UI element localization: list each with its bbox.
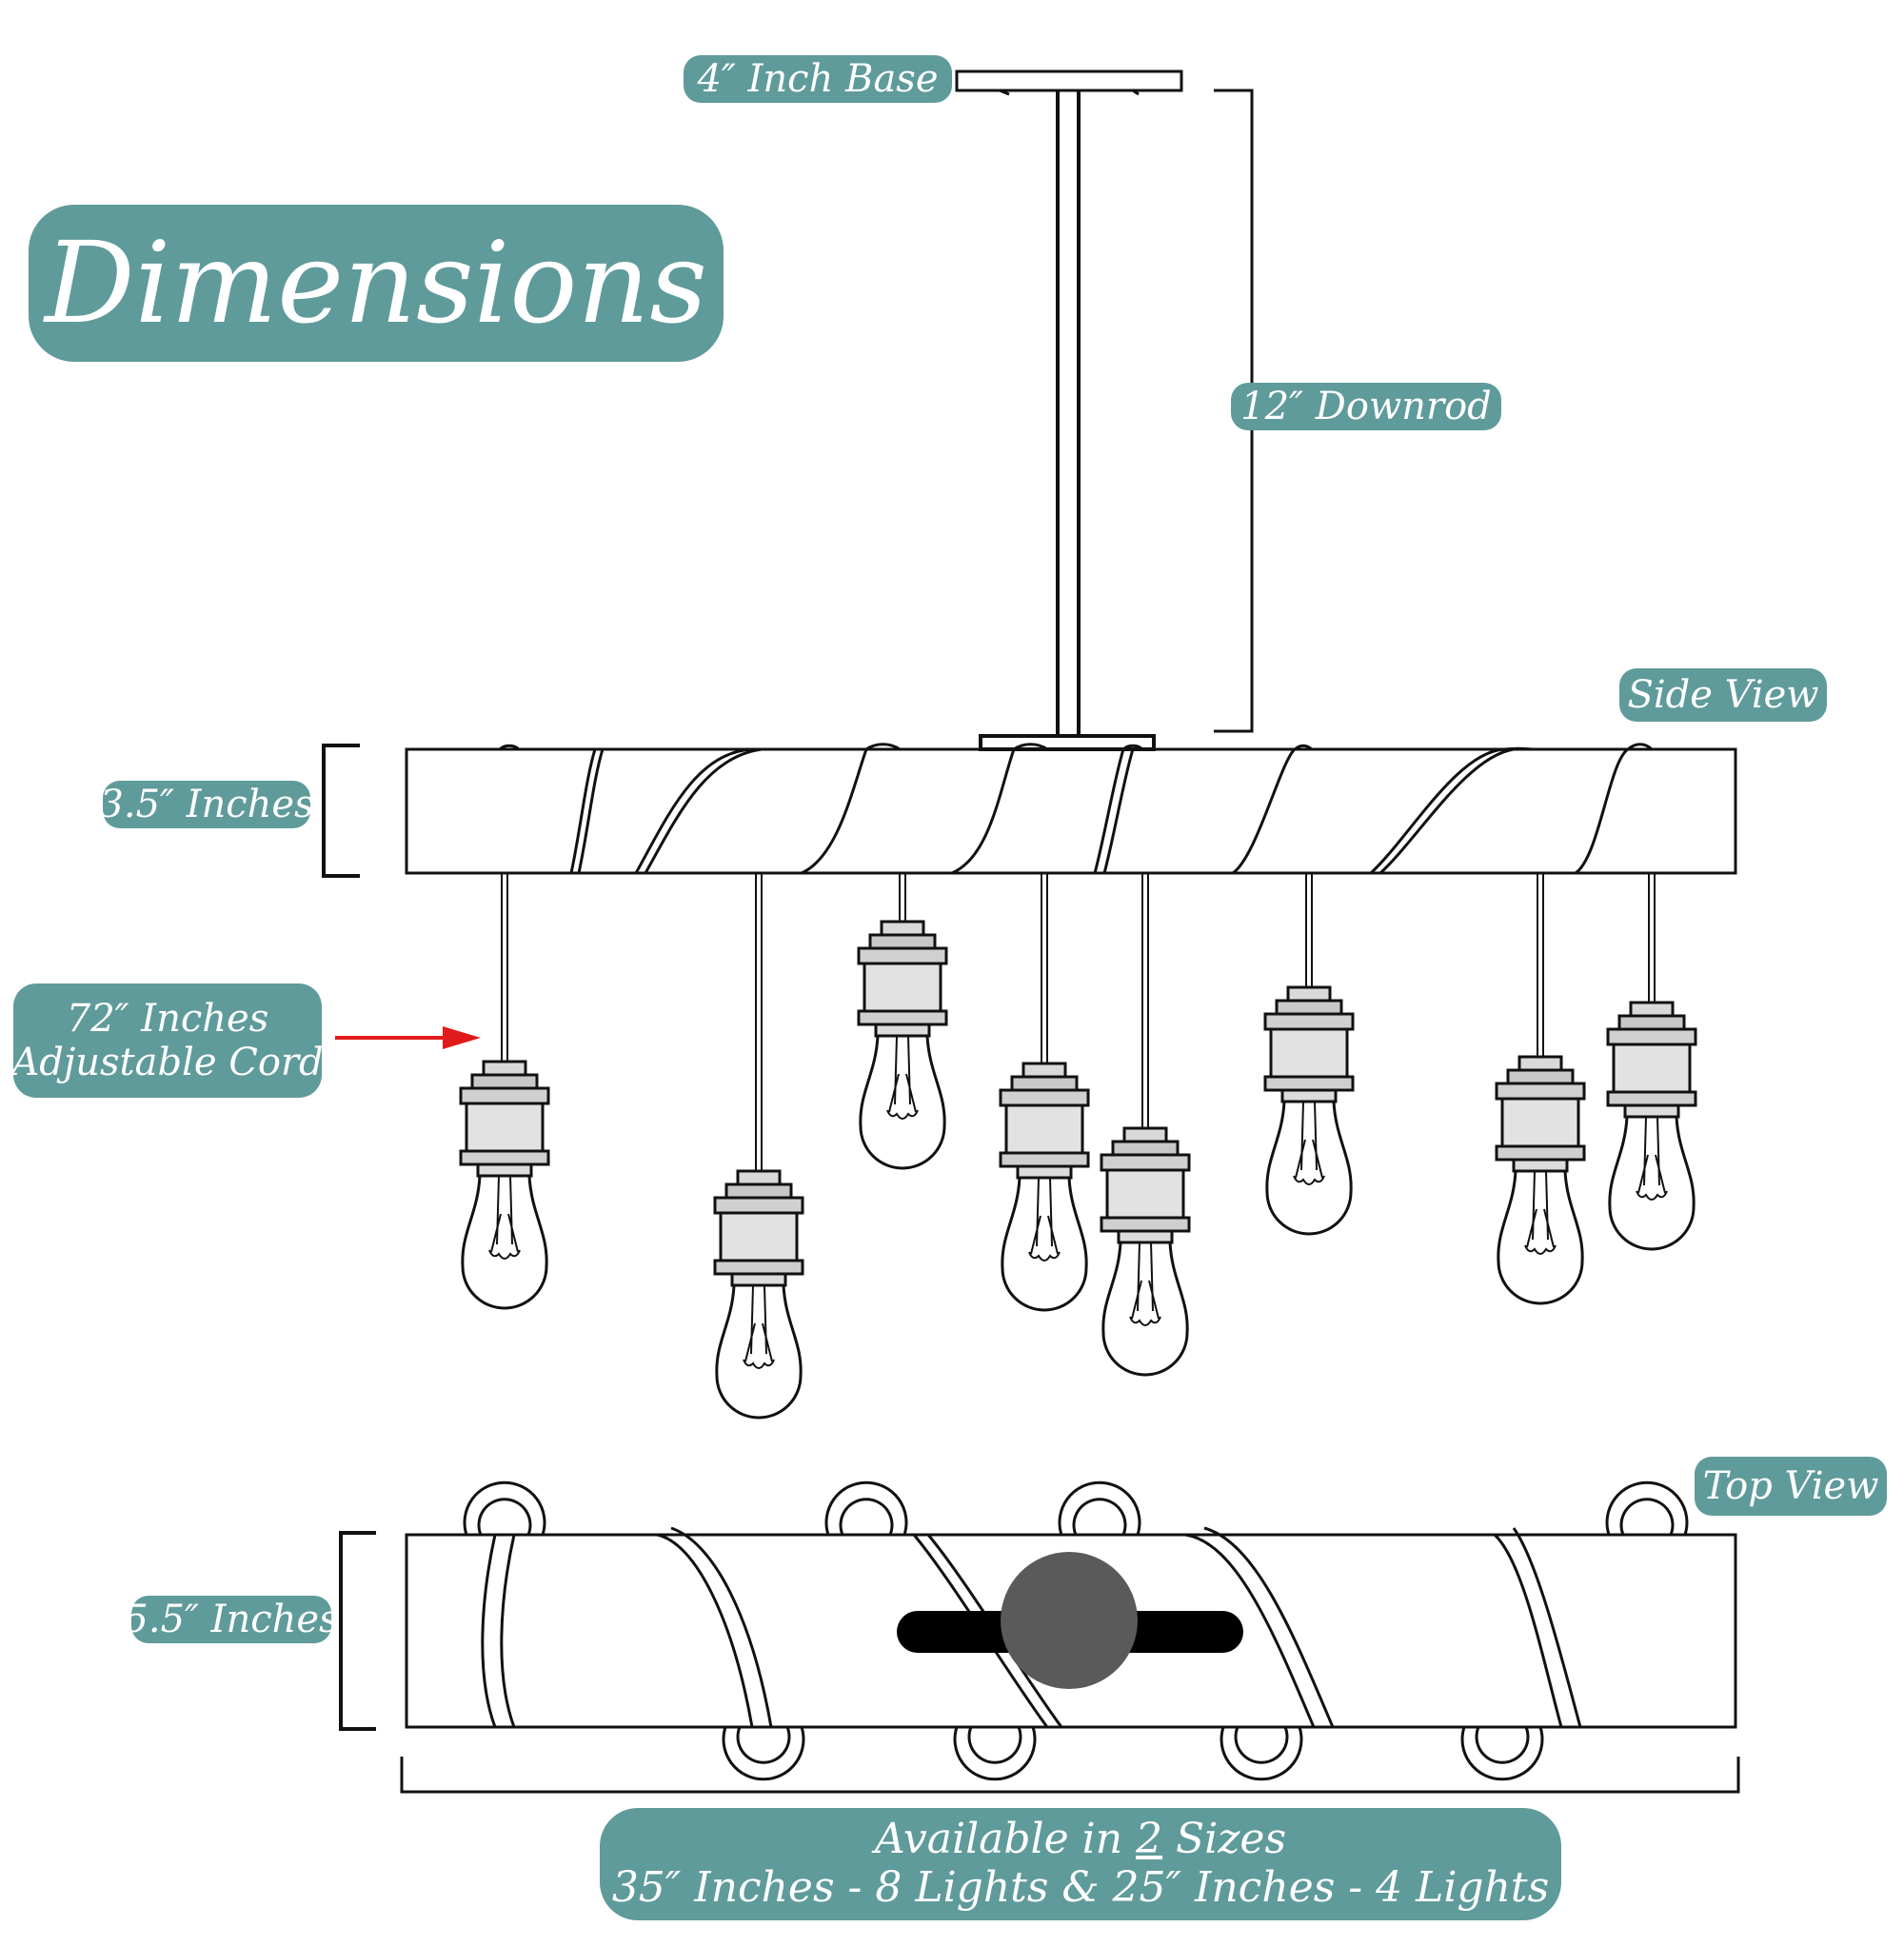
top-view-beam — [405, 1533, 1737, 1729]
light-bulb — [1608, 1116, 1696, 1251]
sizes-suffix: Sizes — [1162, 1815, 1287, 1864]
pendant-socket — [1495, 1055, 1586, 1173]
side-view-beam — [405, 747, 1737, 875]
page-title: Dimensions — [29, 205, 724, 362]
sizes-label: Available in 2 Sizes 35″ Inches - 8 Ligh… — [600, 1808, 1561, 1920]
downrod-label: 12″ Downrod — [1231, 383, 1501, 430]
pendant-socket — [999, 1062, 1090, 1180]
light-bulb — [1001, 1177, 1088, 1312]
pendant-socket — [857, 920, 948, 1038]
pendant-light — [1495, 873, 1586, 1305]
pendant-socket — [459, 1060, 550, 1178]
pendant-socket — [1100, 1126, 1191, 1244]
ceiling-base-plate — [955, 70, 1183, 96]
light-bulb — [1497, 1170, 1584, 1305]
pendant-light — [999, 873, 1090, 1312]
cord-wraps-side — [498, 743, 1654, 875]
light-bulb — [1265, 1101, 1353, 1236]
cord-label-line1: 72″ Inches — [66, 997, 269, 1041]
pendant-light — [857, 873, 948, 1170]
sizes-label-line1: Available in 2 Sizes — [875, 1816, 1286, 1864]
pendant-lights — [459, 873, 1697, 1420]
depth-dimension-bracket — [322, 744, 360, 878]
cord-wraps-top — [481, 1526, 1582, 1728]
light-bulb — [715, 1284, 803, 1420]
sizes-prefix: Available in — [874, 1815, 1137, 1864]
cord-label: 72″ Inches Adjustable Cord — [11, 983, 324, 1098]
base-label: 4″ Inch Base — [684, 55, 952, 103]
downrod — [979, 90, 1156, 751]
pendant-socket — [1263, 985, 1355, 1103]
light-bulb — [461, 1175, 548, 1310]
side-view-label: Side View — [1619, 668, 1827, 722]
depth-label: 3.5″ Inches — [99, 781, 314, 828]
pendant-light — [1100, 873, 1191, 1377]
length-dimension-bracket — [400, 1757, 1740, 1794]
top-view-label: Top View — [1695, 1457, 1887, 1516]
width-dimension-bracket — [339, 1531, 376, 1731]
pendant-light — [459, 873, 550, 1310]
pendant-light — [1263, 873, 1355, 1236]
top-view-mount — [897, 1552, 1243, 1689]
top-view-bulbs — [463, 1480, 1689, 1781]
pendant-light — [1606, 873, 1697, 1251]
cord-label-line2: Adjustable Cord — [11, 1041, 324, 1084]
pendant-light — [713, 873, 804, 1420]
light-bulb — [1101, 1242, 1189, 1377]
width-label: 5.5″ Inches — [124, 1596, 339, 1643]
pendant-socket — [713, 1169, 804, 1287]
pendant-socket — [1606, 1001, 1697, 1119]
cord-pointer-arrow — [335, 1026, 481, 1049]
sizes-label-line2: 35″ Inches - 8 Lights & 25″ Inches - 4 L… — [611, 1863, 1550, 1912]
light-bulb — [859, 1035, 946, 1170]
sizes-count: 2 — [1136, 1815, 1163, 1864]
